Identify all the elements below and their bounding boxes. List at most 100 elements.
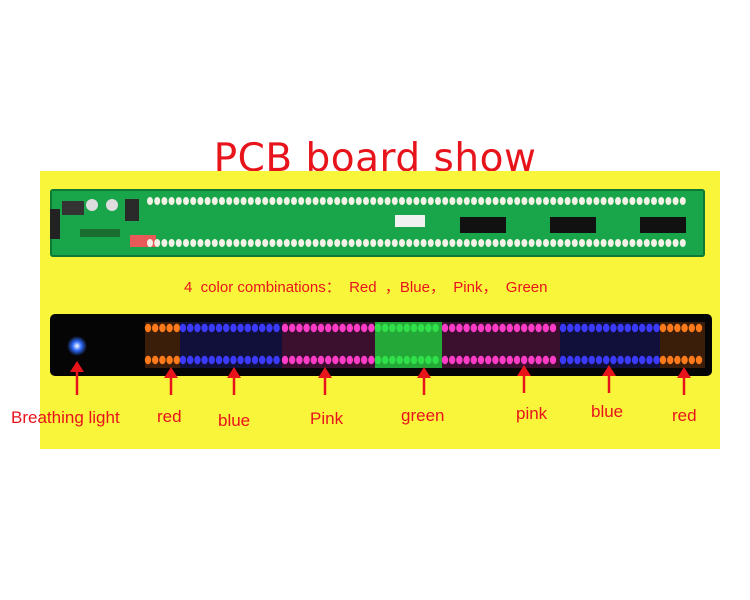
led-blue (624, 355, 631, 365)
led-red (659, 355, 667, 365)
label-breathing-light: Breathing light (11, 408, 120, 427)
led-red (681, 323, 688, 333)
pcb-led (543, 239, 549, 247)
pcb-led (449, 239, 456, 247)
led-pink (353, 355, 361, 365)
ic-chip (460, 217, 506, 233)
led-pink (289, 323, 296, 333)
pcb-led (456, 239, 463, 247)
pcb-led (665, 239, 672, 247)
pcb-led (240, 239, 247, 247)
led-blue (208, 355, 215, 365)
pcb-led (586, 239, 593, 247)
pcb-led (478, 239, 485, 247)
pcb-led (226, 197, 233, 205)
pcb-led (247, 197, 254, 205)
pcb-led (377, 239, 384, 247)
pcb-led (478, 197, 485, 205)
led-blue (624, 323, 631, 333)
led-pink (492, 323, 499, 333)
pcb-led (219, 197, 225, 205)
pcb-led (564, 197, 571, 205)
pcb-led (384, 239, 391, 247)
pcb-led (406, 197, 413, 205)
led-green (389, 355, 396, 365)
pcb-led (535, 239, 542, 247)
led-blue (201, 323, 208, 333)
pcb-led (514, 197, 521, 205)
pcb-led (147, 239, 153, 247)
led-blue (237, 323, 244, 333)
pcb-led (298, 239, 305, 247)
pcb-led (607, 239, 614, 247)
pcb-led (607, 197, 614, 205)
led-pink (296, 355, 303, 365)
pcb-led (629, 239, 636, 247)
pcb-led (586, 197, 593, 205)
led-blue (639, 355, 646, 365)
led-pink (528, 355, 535, 365)
pcb-led (341, 239, 348, 247)
pcb-led (435, 239, 441, 247)
pcb-led (463, 239, 470, 247)
led-green (396, 355, 403, 365)
pcb-led (543, 197, 549, 205)
pcb-led (312, 197, 319, 205)
pcb-led (600, 239, 607, 247)
pcb-led (291, 239, 297, 247)
pcb-led (636, 239, 643, 247)
led-blue (574, 323, 581, 333)
pcb-led (651, 239, 657, 247)
pcb-led (327, 197, 333, 205)
led-blue (237, 355, 244, 365)
led-red (144, 355, 152, 365)
led-pink (542, 355, 549, 365)
pcb-led (219, 239, 225, 247)
led-blue (631, 323, 639, 333)
led-pink (310, 355, 317, 365)
pcb-led (406, 239, 413, 247)
potentiometer (106, 199, 118, 211)
pcb-led (593, 239, 600, 247)
led-pink (456, 323, 463, 333)
led-red (152, 355, 159, 365)
pcb-led (175, 197, 182, 205)
pcb-led-rows (147, 197, 686, 247)
pcb-led (528, 239, 535, 247)
led-pink (513, 323, 521, 333)
pcb-led (449, 197, 456, 205)
led-blue (574, 355, 581, 365)
pcb-led (276, 239, 283, 247)
pcb-led (240, 197, 247, 205)
led-blue (259, 323, 266, 333)
pcb-led (579, 197, 585, 205)
led-blue (179, 355, 187, 365)
pcb-led (593, 197, 600, 205)
led-pink (332, 355, 339, 365)
pcb-led (528, 197, 535, 205)
led-blue (251, 323, 259, 333)
led-blue (187, 323, 194, 333)
led-pink (346, 323, 353, 333)
pcb-led (492, 197, 499, 205)
led-blue (603, 323, 610, 333)
led-blue (194, 323, 201, 333)
led-red (173, 323, 180, 333)
pcb-led (370, 197, 377, 205)
pcb-led (442, 197, 449, 205)
pcb-led (283, 239, 290, 247)
pcb-led (348, 197, 355, 205)
led-blue (595, 323, 603, 333)
pcb-led (298, 197, 305, 205)
pcb-led (377, 197, 384, 205)
pcb-led (168, 197, 175, 205)
pcb-led (643, 239, 650, 247)
led-pink (549, 355, 557, 365)
led-blue (273, 355, 280, 365)
led-blue (559, 323, 567, 333)
led-blue (251, 355, 259, 365)
pcb-led (600, 197, 607, 205)
pcb-led (384, 197, 391, 205)
ic-chip (640, 217, 686, 233)
pcb-led (327, 239, 333, 247)
